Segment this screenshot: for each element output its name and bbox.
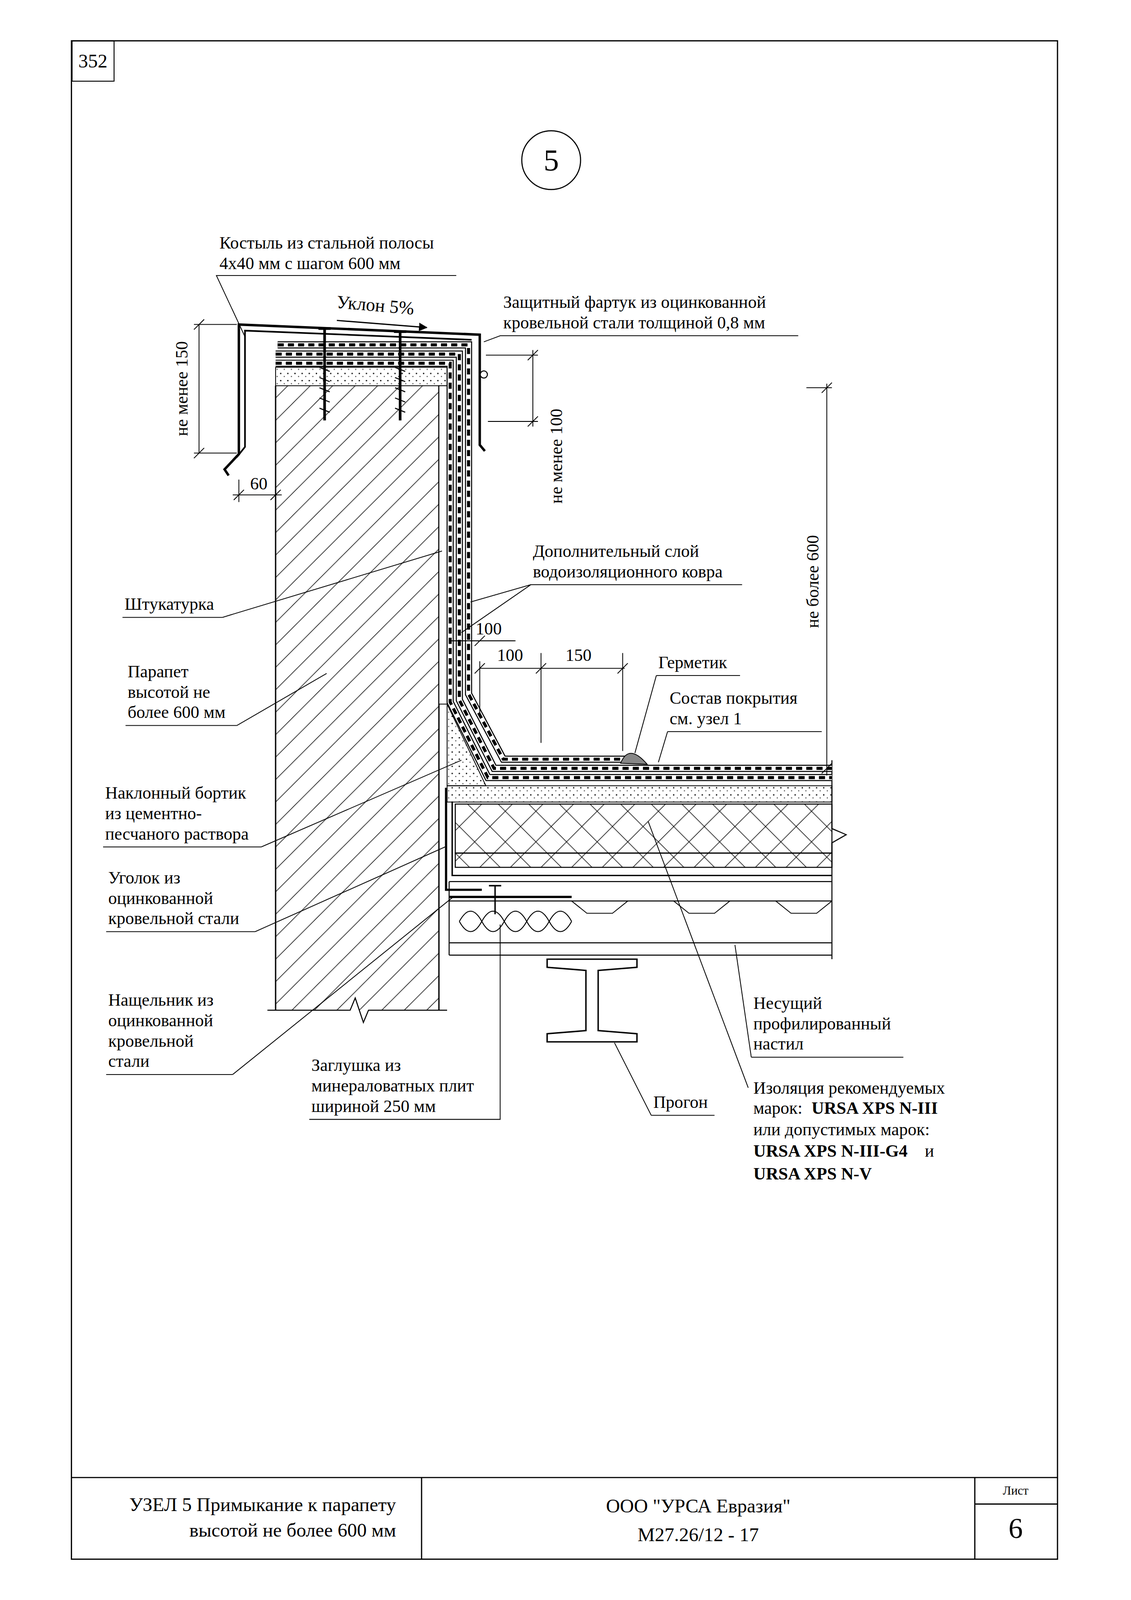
node-number-circle: 5 (520, 129, 582, 191)
xps-insulation (455, 804, 833, 868)
dimension-label: не менее 100 (546, 408, 567, 504)
product-name: URSA XPS N-III-G4 (753, 1141, 908, 1162)
sheet-number: 6 (985, 1512, 1047, 1546)
parapet-wall (267, 367, 448, 1023)
slope-label: Уклон 5% (335, 291, 415, 319)
callout-label: Несущий профилированный настил (753, 993, 905, 1055)
callout-label: или допустимых марок: (753, 1119, 930, 1141)
page-number-box: 352 (71, 40, 115, 82)
slope-arrow (336, 320, 427, 328)
callout-label: Состав покрытия см. узел 1 (669, 687, 824, 730)
plaster-layer (438, 385, 448, 705)
screed-layer (447, 786, 832, 803)
callout-label: Герметик (658, 652, 728, 673)
dimension-lines (193, 319, 832, 776)
dimension-label: 100 (497, 645, 524, 666)
callout-label: Штукатурка (124, 594, 214, 615)
steel-angle (446, 787, 482, 891)
product-name: URSA XPS N-V (753, 1163, 872, 1185)
callout-label: Парапет высотой не более 600 мм (127, 661, 243, 723)
waterproofing-carpet (275, 344, 832, 778)
node-number: 5 (543, 145, 559, 176)
cover-strip (448, 896, 572, 899)
page-number: 352 (78, 51, 108, 72)
product-name: URSA XPS N-III (811, 1098, 939, 1119)
mineral-wool-plug (459, 911, 572, 933)
callout-label: Нащельник из оцинкованной кровельной ста… (108, 990, 231, 1072)
callout-label: марок: (753, 1098, 803, 1119)
profiled-deck (448, 881, 832, 956)
dimension-label: 60 (250, 473, 268, 495)
callout-label: Наклонный бортик из цементно-песчаного р… (104, 782, 261, 845)
steel-strip (236, 330, 472, 458)
sheet-frame (71, 40, 1058, 1560)
callout-label: и (924, 1141, 934, 1162)
break-mark (831, 760, 846, 960)
callout-label: Уголок из оцинкованной кровельной стали (108, 867, 254, 929)
callout-label: Дополнительный слой водоизоляционного ко… (532, 541, 744, 583)
sheet-caption: Лист (985, 1484, 1047, 1499)
callout-label: Защитный фартук из оцинкованной кровельн… (503, 291, 798, 334)
dimension-label: 100 (475, 618, 502, 640)
sealant (620, 753, 647, 765)
apron-fastener (480, 370, 488, 379)
circle-outline (521, 130, 581, 190)
callout-label: Заглушка из минераловатных плит шириной … (311, 1055, 487, 1117)
dimension-label: не более 600 (802, 535, 824, 629)
dimension-label: 150 (565, 645, 592, 666)
callout-label: Костыль из стальной полосы 4х40 мм с шаг… (219, 232, 457, 274)
leader-lines (103, 275, 904, 1120)
fastener (489, 886, 502, 915)
dimension-label: не менее 150 (171, 341, 193, 437)
title-cell: УЗЕЛ 5 Примыкание к парапету высотой не … (83, 1492, 397, 1544)
vapour-barrier (452, 802, 832, 876)
protective-apron (224, 324, 485, 476)
callout-label: Изоляция рекомендуемых (753, 1078, 945, 1099)
callout-label: Прогон (653, 1092, 708, 1113)
screws (318, 328, 407, 421)
purlin-beam (547, 959, 637, 1043)
title-cell: ООО "УРСА Евразия" М27.26/12 - 17 (570, 1492, 826, 1550)
